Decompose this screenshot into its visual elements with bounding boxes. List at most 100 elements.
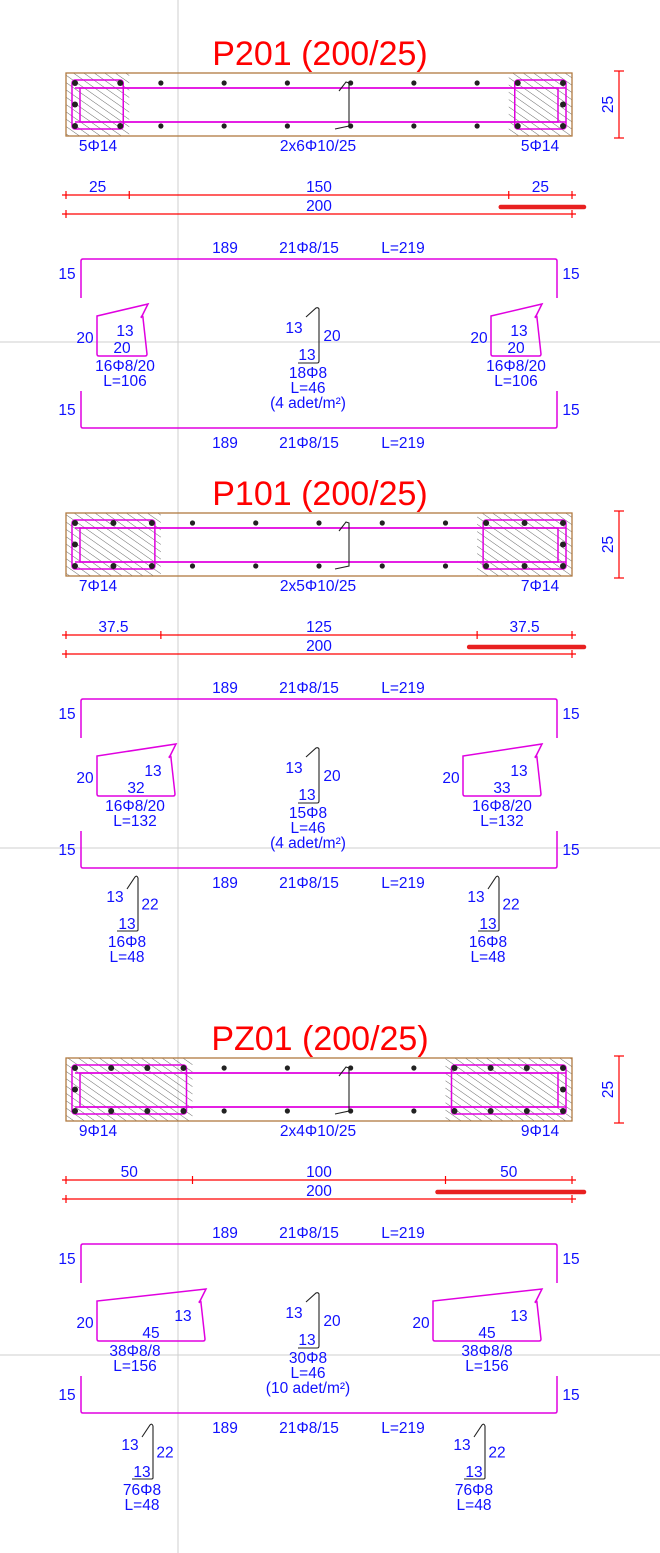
bottom-u-bar [80, 391, 558, 429]
web-bar-dot [284, 1108, 290, 1114]
longitudinal-bar-dot [521, 520, 528, 526]
web-bar-dot [284, 1065, 290, 1071]
bottom-u-bar-spec: 21Φ8/15 [279, 875, 339, 892]
longitudinal-bar-dot [180, 1108, 187, 1114]
right-stirrup-hook: 13 [510, 323, 527, 340]
panel-title: P101 (200/25) [212, 475, 428, 513]
longitudinal-bar-dot [117, 80, 124, 86]
left-stirrup-spec: 16Φ8/20 [95, 358, 155, 375]
center-tie-spec: 30Φ8 [289, 1350, 327, 1367]
web-bar-dot [221, 1065, 227, 1071]
longitudinal-bar-dot [523, 1108, 530, 1114]
center-tie-shape [298, 747, 320, 804]
center-tie-hook-bottom: 13 [298, 787, 315, 804]
left-stirrup-length: L=156 [113, 1358, 157, 1375]
web-bar-dot [158, 123, 164, 129]
center-tie-length: L=46 [291, 820, 326, 837]
web-bars-label: 2x5Φ10/25 [280, 578, 356, 595]
tie-spec-label: 16Φ8 [469, 934, 507, 951]
left-segment-dimension: 25 [89, 179, 106, 196]
longitudinal-bar-dot [483, 520, 490, 526]
bottom-u-bar [80, 831, 558, 869]
left-stirrup-hook: 13 [144, 763, 161, 780]
longitudinal-bar-dot [560, 520, 566, 526]
right-stirrup-height: 20 [442, 770, 460, 787]
center-tie-note: (4 adet/m²) [270, 835, 346, 852]
bottom-u-bar-leg-left: 15 [58, 842, 75, 859]
longitudinal-bar-dot [72, 101, 78, 108]
web-bar-dot [442, 563, 449, 569]
longitudinal-bar-dot [560, 1108, 566, 1114]
top-u-bar-total-length: L=219 [381, 680, 425, 697]
cross-section [65, 72, 573, 137]
web-bar-dot [411, 123, 417, 129]
left-stirrup-height: 20 [76, 1315, 94, 1332]
tie-bar-shape [464, 1423, 486, 1480]
top-u-bar-leg-right: 15 [562, 266, 579, 283]
longitudinal-bar-dot [110, 520, 117, 526]
tie-length-label: L=48 [457, 1497, 492, 1514]
center-tie-spec: 15Φ8 [289, 805, 327, 822]
web-tie [334, 1066, 350, 1115]
longitudinal-bar-dot [72, 1108, 78, 1114]
longitudinal-bar-dot [72, 541, 78, 548]
height-dimension-label: 25 [600, 96, 617, 113]
bottom-u-bar-leg-right: 15 [562, 842, 579, 859]
web-bar-dot [379, 520, 385, 526]
left-confined-zone-hatch [66, 1058, 193, 1121]
tie-spec-label: 76Φ8 [123, 1482, 161, 1499]
left-stirrup-shape [96, 1288, 208, 1342]
right-stirrup-width: 20 [507, 340, 525, 357]
cross-section [65, 1057, 573, 1122]
tie-hook-top-label: 13 [467, 889, 484, 906]
center-tie-hook-top: 13 [285, 1305, 302, 1322]
tie-spec-label: 16Φ8 [108, 934, 146, 951]
middle-segment-dimension: 100 [306, 1164, 332, 1181]
left-stirrup-hook: 13 [116, 323, 133, 340]
longitudinal-bar-dot [72, 123, 78, 129]
longitudinal-bar-dot [72, 563, 78, 569]
web-bar-dot [158, 80, 164, 86]
longitudinal-bar-dot [514, 123, 521, 129]
left-stirrup-spec: 38Φ8/8 [109, 1343, 160, 1360]
top-u-bar-length: 189 [212, 240, 238, 257]
bottom-u-bar-leg-left: 15 [58, 1387, 75, 1404]
total-dimension: 200 [306, 198, 332, 215]
web-tie [334, 521, 350, 570]
top-u-bar [80, 698, 558, 738]
center-tie-height: 20 [323, 1313, 341, 1330]
tie-length-label: L=48 [125, 1497, 160, 1514]
web-bar-dot [316, 520, 322, 526]
tie-height-label: 22 [488, 1445, 505, 1462]
longitudinal-bar-dot [560, 563, 566, 569]
web-bar-dot [189, 563, 196, 569]
bottom-u-bar-leg-right: 15 [562, 1387, 579, 1404]
wall-outline [65, 512, 573, 577]
left-stirrup-length: L=132 [113, 813, 157, 830]
tie-bar-shape [132, 1423, 154, 1480]
total-dimension: 200 [306, 1183, 332, 1200]
bottom-u-bar-length: 189 [212, 1420, 238, 1437]
tie-length-label: L=48 [471, 949, 506, 966]
right-boundary-bars-label: 5Φ14 [521, 138, 560, 155]
web-bar-dot [474, 123, 480, 129]
bottom-u-bar-spec: 21Φ8/15 [279, 435, 339, 452]
top-u-bar-total-length: L=219 [381, 1225, 425, 1242]
web-bars-label: 2x6Φ10/25 [280, 138, 356, 155]
tie-height-label: 22 [156, 1445, 173, 1462]
longitudinal-bar-dot [523, 1065, 530, 1071]
tie-bar-shape [478, 875, 500, 932]
top-u-bar-leg-left: 15 [58, 706, 75, 723]
left-segment-dimension: 37.5 [98, 619, 128, 636]
longitudinal-bar-dot [148, 520, 155, 526]
